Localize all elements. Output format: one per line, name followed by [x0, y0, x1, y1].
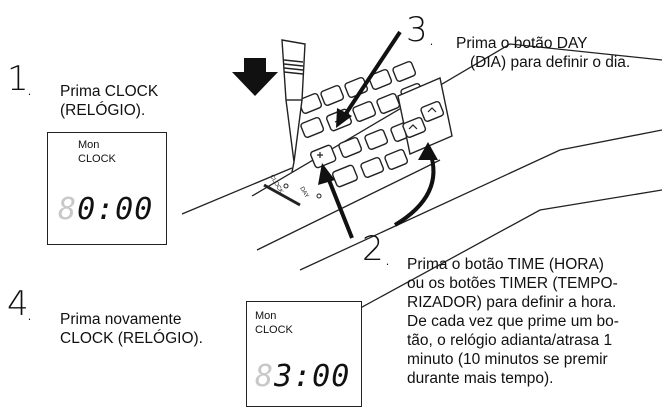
display-time: 83:00	[255, 362, 350, 392]
clock-button	[310, 144, 337, 169]
display-day: Mon	[255, 310, 277, 322]
remote-button	[332, 164, 358, 188]
remote-button	[368, 68, 393, 90]
remote-button	[384, 148, 409, 170]
remote-labels: CLOCK DAY	[268, 174, 309, 199]
step-1-line: (RELÓGIO).	[60, 102, 146, 119]
remote-button	[364, 128, 389, 150]
step-2-dot: .	[384, 246, 391, 271]
step-1-line: Prima CLOCK	[60, 83, 159, 100]
pencil-icon	[281, 39, 306, 173]
step-3-number: 3	[406, 10, 428, 50]
step-4-text: Prima novamente CLOCK (RELÓGIO).	[60, 310, 203, 348]
step-2-line: durante mais tempo).	[407, 370, 554, 387]
display-ghost-digit: 8	[58, 192, 78, 227]
display-time-value: 3:00	[274, 359, 351, 394]
remote-slot	[263, 183, 301, 207]
press-down-arrow-icon	[232, 58, 278, 96]
display-time: 80:00	[58, 195, 153, 225]
timer-up-button	[420, 100, 445, 122]
step-2-number: 2	[362, 229, 384, 269]
lcd-display-step1: Mon CLOCK 80:00	[47, 132, 167, 245]
step2-curved-arrow-icon	[393, 142, 438, 227]
step-2-text: Prima o botão TIME (HORA) ou os botões T…	[407, 255, 619, 388]
remote-button	[300, 116, 325, 138]
step-3-line: Prima o botão DAY	[456, 35, 588, 52]
step-3-text: Prima o botão DAY (DIA) para definir o d…	[456, 34, 630, 72]
display-time-value: 0:00	[77, 192, 154, 227]
button-grid	[298, 60, 453, 188]
step-2-line: Prima o botão TIME (HORA)	[407, 256, 604, 273]
step-2-line: De cada vez que prime um bo-	[407, 313, 619, 330]
step-2-line: tão, o relógio adianta/atrasa 1	[407, 332, 613, 349]
remote-indicator	[283, 183, 289, 189]
step-4-line: Prima novamente	[60, 311, 182, 328]
step-3-dot: .	[428, 26, 435, 51]
step-4-number: 4	[7, 284, 29, 324]
step-3-line: (DIA) para definir o dia.	[470, 54, 631, 71]
remote-button	[360, 156, 385, 178]
step-1-text: Prima CLOCK (RELÓGIO).	[60, 82, 158, 120]
remote-button	[392, 60, 417, 82]
timer-down-button	[402, 116, 427, 138]
display-day: Mon	[78, 139, 100, 151]
remote-body	[181, 43, 662, 331]
remote-button	[338, 136, 363, 158]
step-1-number: 1	[7, 59, 29, 99]
remote-button	[352, 100, 377, 122]
button-glyphs	[317, 107, 437, 158]
step-2-line: minuto (10 minutos se premir	[407, 351, 608, 368]
display-clock-label: CLOCK	[255, 324, 293, 336]
remote-indicator	[316, 193, 322, 199]
step-4-dot: .	[26, 301, 33, 326]
display-ghost-digit: 8	[255, 359, 275, 394]
remote-button	[320, 84, 345, 106]
step3-arrow-icon	[336, 30, 402, 128]
step-2-line: ou os botões TIMER (TEMPO-	[407, 275, 618, 292]
svg-text:DAY: DAY	[298, 186, 309, 199]
display-clock-label: CLOCK	[78, 153, 116, 165]
remote-button	[376, 92, 401, 114]
step-2-line: RIZADOR) para definir a hora.	[407, 294, 617, 311]
step-1-dot: .	[26, 76, 33, 101]
step2-arrow-icon	[318, 163, 354, 239]
step-4-line: CLOCK (RELÓGIO).	[60, 330, 203, 347]
lcd-display-step4: Mon CLOCK 83:00	[246, 301, 362, 407]
